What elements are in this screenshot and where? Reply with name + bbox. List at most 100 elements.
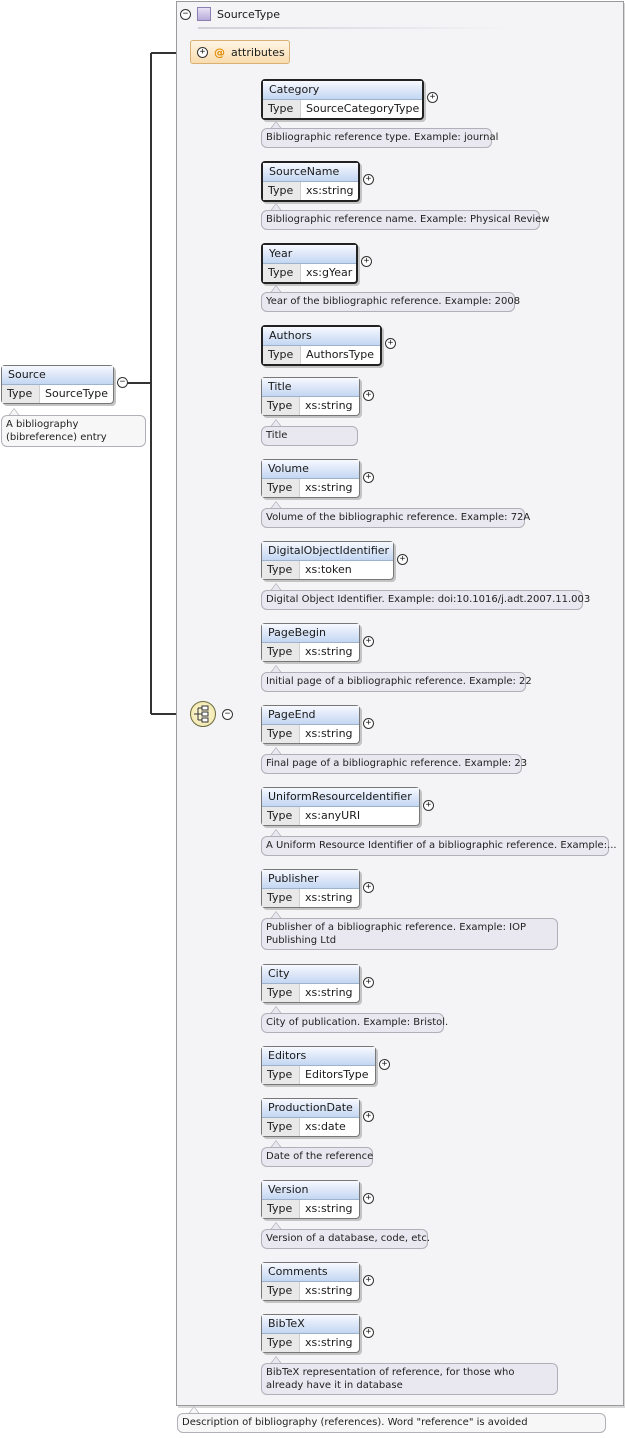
element-name: UniformResourceIdentifier	[262, 788, 419, 807]
at-sign-icon: @	[214, 45, 225, 59]
element-type-row: Type xs:string	[263, 182, 358, 200]
element-name: SourceName	[263, 163, 358, 182]
plus-circle-icon[interactable]: +	[397, 554, 408, 565]
plus-circle-icon[interactable]: +	[423, 800, 434, 811]
element-type-value: xs:string	[306, 184, 354, 197]
attributes-node[interactable]: + @ attributes	[190, 40, 290, 64]
element-type-key: Type	[262, 1066, 300, 1084]
element-type-key: Type	[262, 561, 300, 579]
element-type-key: Type	[262, 984, 300, 1002]
plus-circle-icon[interactable]: +	[363, 174, 374, 185]
plus-circle-icon[interactable]: +	[363, 390, 374, 401]
element-name: Year	[263, 245, 356, 264]
element-type-value: xs:string	[305, 986, 353, 999]
plus-circle-icon[interactable]: +	[363, 472, 374, 483]
plus-circle-icon[interactable]: +	[197, 46, 208, 58]
doc-pointer	[270, 1140, 282, 1148]
element-doc: Bibliographic reference type. Example: j…	[261, 128, 498, 148]
plus-circle-icon[interactable]: +	[363, 1111, 374, 1122]
root-doc: A bibliography (bibreference) entry	[1, 415, 146, 447]
element-name: Editors	[262, 1047, 375, 1066]
element-name: PageEnd	[262, 706, 359, 725]
complex-type-square-icon	[197, 7, 211, 21]
element-type-value: xs:anyURI	[305, 809, 361, 822]
element-type-key: Type	[262, 1334, 300, 1352]
plus-circle-icon[interactable]: +	[363, 977, 374, 988]
element-type-value: AuthorsType	[306, 348, 375, 361]
plus-circle-icon[interactable]: +	[363, 636, 374, 647]
element-type-value: xs:date	[305, 1120, 346, 1133]
plus-circle-icon[interactable]: +	[379, 1059, 390, 1070]
element-type-key: Type	[262, 1282, 300, 1300]
minus-circle-icon[interactable]: −	[180, 8, 191, 20]
element-name: DigitalObjectIdentifier	[262, 542, 393, 561]
element-type-value: EditorsType	[305, 1068, 369, 1081]
plus-circle-icon[interactable]: +	[361, 256, 372, 267]
element-doc: Publisher of a bibliographic reference. …	[261, 918, 558, 950]
complex-type-frame	[176, 1, 624, 1406]
sequence-compositor-icon[interactable]	[190, 701, 216, 727]
element-type-row: Type AuthorsType	[263, 346, 380, 364]
plus-circle-icon[interactable]: +	[363, 882, 374, 893]
doc-pointer	[270, 829, 282, 837]
element-type-row: Type xs:string	[262, 984, 359, 1002]
element-type-key: Type	[263, 182, 301, 200]
root-type-key: Type	[2, 385, 40, 403]
element-type-key: Type	[262, 643, 300, 661]
element-type-value: xs:string	[305, 481, 353, 494]
element-doc: Bibliographic reference name. Example: P…	[261, 210, 550, 230]
root-element-name: Source	[2, 366, 113, 385]
plus-circle-icon[interactable]: +	[363, 1275, 374, 1286]
plus-circle-icon[interactable]: +	[385, 338, 396, 349]
element-type-value: xs:string	[305, 645, 353, 658]
root-element-source[interactable]: Source Type SourceType	[1, 365, 114, 404]
doc-pointer	[270, 501, 282, 509]
element-name: Volume	[262, 460, 359, 479]
sequence-glyph	[194, 705, 209, 723]
element-doc: Digital Object Identifier. Example: doi:…	[261, 590, 590, 610]
element-doc: Year of the bibliographic reference. Exa…	[261, 292, 520, 312]
doc-pointer	[270, 1356, 282, 1364]
element-type-key: Type	[263, 346, 301, 364]
element-type-row: Type EditorsType	[262, 1066, 375, 1084]
minus-circle-icon[interactable]: −	[117, 377, 128, 388]
doc-pointer	[270, 665, 282, 673]
minus-circle-icon[interactable]: −	[222, 709, 233, 720]
element-doc: City of publication. Example: Bristol.	[261, 1013, 448, 1033]
element-doc: Volume of the bibliographic reference. E…	[261, 508, 530, 528]
element-type-value: SourceCategoryType	[306, 102, 420, 115]
plus-circle-icon[interactable]: +	[427, 92, 438, 103]
element-type-key: Type	[262, 889, 300, 907]
element-doc: Date of the reference	[261, 1147, 373, 1167]
doc-pointer	[8, 408, 20, 416]
element-name: BibTeX	[262, 1315, 359, 1334]
doc-pointer	[188, 1406, 200, 1414]
plus-circle-icon[interactable]: +	[363, 1327, 374, 1338]
plus-circle-icon[interactable]: +	[363, 1193, 374, 1204]
element-name: Version	[262, 1181, 359, 1200]
plus-circle-icon[interactable]: +	[363, 718, 374, 729]
doc-pointer	[270, 285, 282, 293]
element-type-key: Type	[262, 479, 300, 497]
